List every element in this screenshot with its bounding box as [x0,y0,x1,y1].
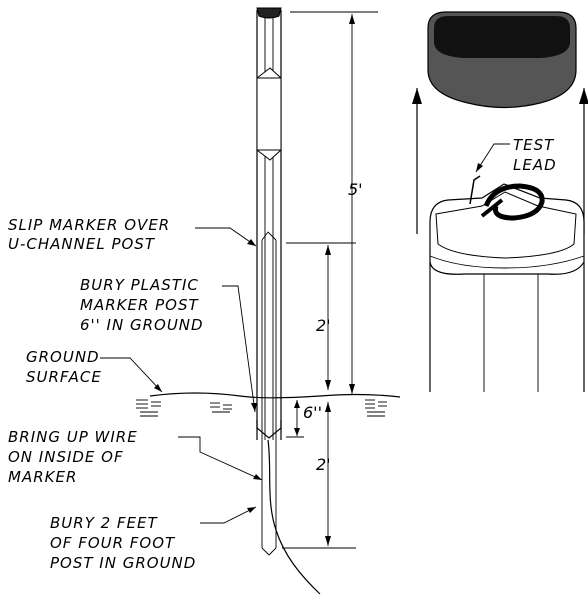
post-cap [256,7,282,19]
soil-hatching [136,399,387,417]
label-bring-up-2: ON INSIDE OF [8,448,124,466]
label-bury-feet-2: OF FOUR FOOT [50,534,176,552]
marker-detail-view: TEST LEAD [412,11,588,392]
test-lead-wire [267,439,321,595]
label-bury-feet-1: BURY 2 FEET [50,514,159,532]
callout-bury-feet: BURY 2 FEET OF FOUR FOOT POST IN GROUND [50,514,196,572]
callout-slip-marker: SLIP MARKER OVER U-CHANNEL POST [8,216,170,253]
dim-marker-depth: 6'' [303,403,322,422]
test-lead-loop [469,175,545,221]
detail-cap [427,11,577,109]
u-channel-post [261,231,277,556]
dim-total-height: 5' [348,180,363,199]
label-bury-plastic-2: MARKER POST [80,296,200,314]
label-bury-plastic-3: 6'' IN GROUND [80,316,204,334]
ground-surface-line [149,392,401,399]
callout-ground-surface: GROUND SURFACE [26,348,102,386]
label-ground-2: SURFACE [26,368,102,386]
label-bury-plastic-1: BURY PLASTIC [80,276,199,294]
label-bury-feet-3: POST IN GROUND [50,554,196,572]
callout-bury-plastic: BURY PLASTIC MARKER POST 6'' IN GROUND [80,276,204,334]
label-bring-up-3: MARKER [8,468,77,486]
marker-post [256,7,282,556]
label-test-lead-1: TEST [513,136,555,154]
dimension-lines [282,11,378,549]
label-ground-1: GROUND [26,348,100,366]
label-bring-up-1: BRING UP WIRE [8,428,138,446]
label-slip-marker-2: U-CHANNEL POST [8,235,156,253]
reflective-decal [256,67,282,161]
leader-lines [100,227,263,524]
callout-bring-up-wire: BRING UP WIRE ON INSIDE OF MARKER [8,428,138,486]
label-slip-marker-1: SLIP MARKER OVER [8,216,170,234]
dim-below-ground: 2' [316,455,331,474]
dim-above-ground: 2' [316,316,331,335]
label-test-lead-2: LEAD [513,156,557,174]
